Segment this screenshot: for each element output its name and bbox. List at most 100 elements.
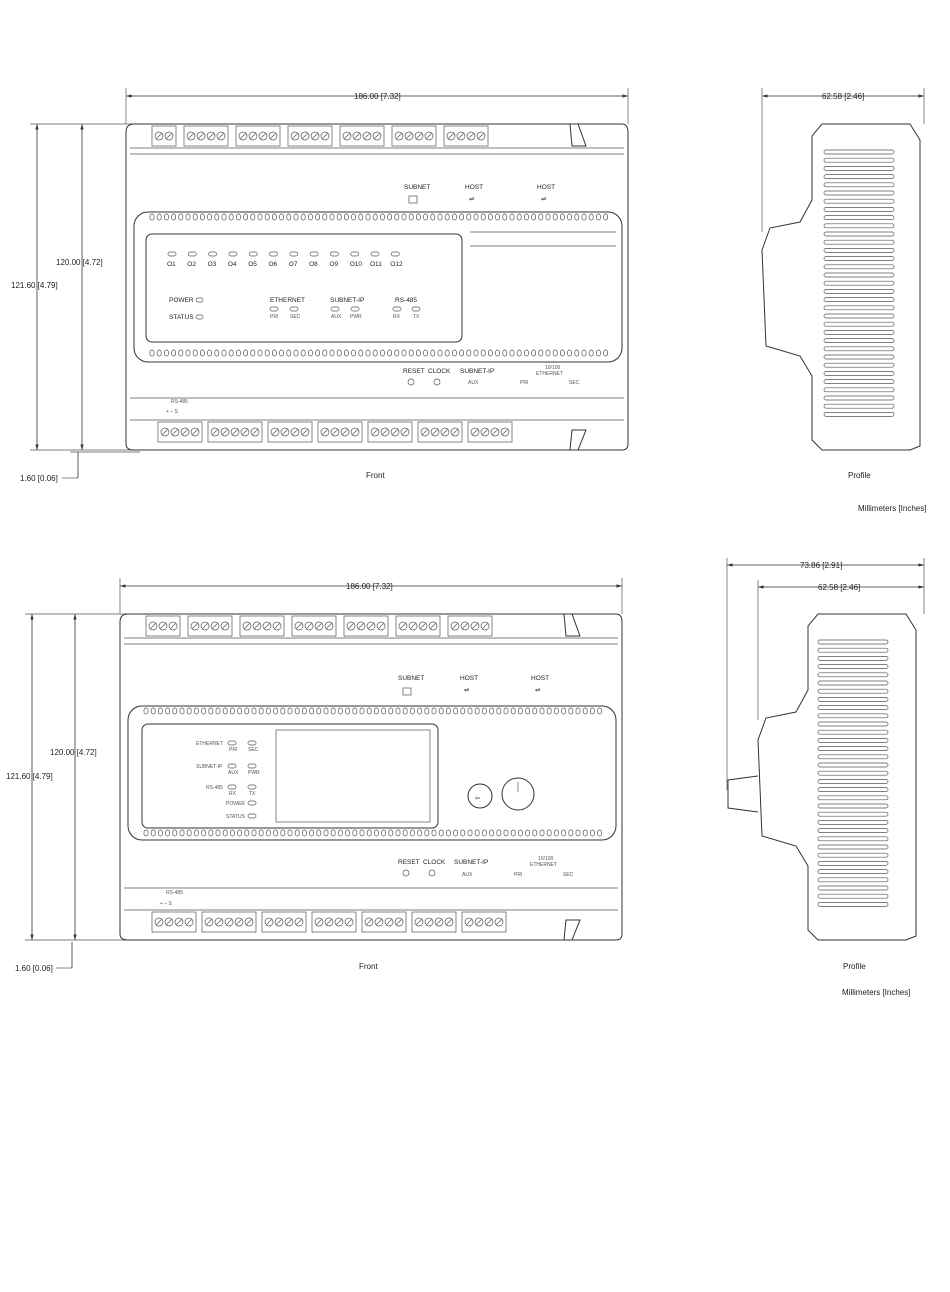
- vent-slot: [171, 349, 176, 357]
- vent-slot: [554, 829, 559, 837]
- vent-slot: [538, 349, 544, 357]
- terminal-screw: [418, 621, 428, 631]
- base-offset-label-2: 1.60 [0.06]: [15, 964, 53, 973]
- terminal-screw: [480, 621, 490, 631]
- vent-slot: [387, 213, 392, 221]
- vent-slot: [164, 213, 169, 221]
- vent-slot: [424, 707, 430, 715]
- profile-caption-2: Profile: [843, 962, 866, 971]
- vent-slot: [236, 213, 241, 221]
- vent-slot: [430, 213, 436, 221]
- vent-slot: [560, 349, 565, 357]
- vent-slot: [338, 707, 343, 715]
- vent-slot: [207, 349, 212, 357]
- profile-slot: [817, 705, 889, 710]
- profile-slot: [823, 272, 895, 278]
- profile-slot: [823, 157, 895, 163]
- vent-slot: [366, 829, 372, 837]
- terminal-screw: [380, 427, 390, 437]
- mounting-tab-top: [569, 123, 587, 147]
- mounting-tab-top-2: [563, 613, 581, 637]
- profile-slot: [817, 893, 889, 899]
- vent-slot: [423, 349, 428, 357]
- profile-depth-label: 62.58 [2.46]: [822, 92, 864, 101]
- vent-slot: [588, 213, 594, 221]
- profile-slot: [823, 198, 895, 204]
- vent-slot: [560, 213, 565, 221]
- ethernet-speed-label-2: 10/100: [538, 856, 554, 862]
- bottom-subnet-ip-label: SUBNET-IP: [460, 368, 494, 375]
- terminal-block: [235, 125, 281, 147]
- outer-height-label: 121.60 [4.79]: [11, 281, 58, 290]
- bottom-sec-label-2: SEC: [563, 872, 574, 878]
- vent-slot: [156, 349, 162, 357]
- vent-slot: [257, 213, 263, 221]
- back-button[interactable]: [467, 783, 493, 809]
- status-display-window: [145, 233, 463, 343]
- vent-slot: [510, 707, 516, 715]
- tx-led-2: [247, 784, 257, 790]
- profile-slot: [823, 149, 895, 155]
- vent-slot: [417, 829, 422, 837]
- terminal-screw: [184, 917, 194, 927]
- vent-slot: [568, 707, 574, 715]
- controller-housing-2: [119, 613, 623, 941]
- aux-label-2: AUX: [228, 770, 239, 776]
- terminal-screw: [474, 917, 484, 927]
- vent-slot: [171, 213, 176, 221]
- terminal-screw: [342, 131, 352, 141]
- output-label: O6: [269, 261, 278, 268]
- terminal-screw: [424, 917, 434, 927]
- output-led: [269, 251, 278, 257]
- output-led: [248, 251, 258, 257]
- vent-slot: [460, 829, 466, 837]
- vent-slot: [473, 349, 479, 357]
- vent-slot: [531, 213, 536, 221]
- terminal-screw: [252, 621, 262, 631]
- vent-slot: [459, 213, 464, 221]
- bottom-terminal-blocks: [157, 421, 513, 443]
- vent-slot: [192, 349, 198, 357]
- vent-slot: [467, 829, 473, 837]
- terminal-block: [157, 421, 203, 443]
- vent-slot: [323, 829, 329, 837]
- status-led: [195, 314, 204, 320]
- vent-slot: [387, 349, 392, 357]
- vent-slot: [158, 707, 163, 715]
- profile-slot: [823, 215, 895, 220]
- bottom-pri-label: PRI: [520, 380, 528, 386]
- vent-slot: [588, 349, 594, 357]
- vent-slot: [446, 707, 451, 715]
- output-label: O11: [370, 261, 382, 268]
- vent-slot: [574, 213, 580, 221]
- output-led: [289, 251, 299, 257]
- terminal-screw: [148, 621, 158, 631]
- vent-slot: [266, 707, 271, 715]
- terminal-screw: [304, 621, 314, 631]
- vent-slot: [431, 707, 437, 715]
- terminal-screw: [174, 917, 184, 927]
- terminal-screw: [320, 427, 330, 437]
- rx-led: [392, 306, 402, 312]
- terminal-screw: [460, 621, 470, 631]
- vent-slot: [286, 213, 292, 221]
- profile-slot: [823, 289, 895, 294]
- profile-slot: [823, 182, 895, 188]
- profile-slot: [817, 902, 889, 907]
- vent-slot: [408, 349, 414, 357]
- output-led: [228, 251, 238, 257]
- vent-slot: [518, 829, 523, 837]
- clock-battery-icon: [433, 378, 441, 386]
- terminal-screw: [394, 131, 404, 141]
- vent-slot: [482, 829, 487, 837]
- output-label: O7: [289, 261, 298, 268]
- navigation-knob[interactable]: [501, 777, 535, 811]
- vent-slot: [581, 349, 587, 357]
- power-label-2: POWER: [226, 801, 245, 807]
- terminal-screw: [450, 621, 460, 631]
- vent-slot: [300, 349, 306, 357]
- pwr-led-2: [247, 763, 257, 769]
- vent-slot: [467, 707, 473, 715]
- terminal-block: [367, 421, 413, 443]
